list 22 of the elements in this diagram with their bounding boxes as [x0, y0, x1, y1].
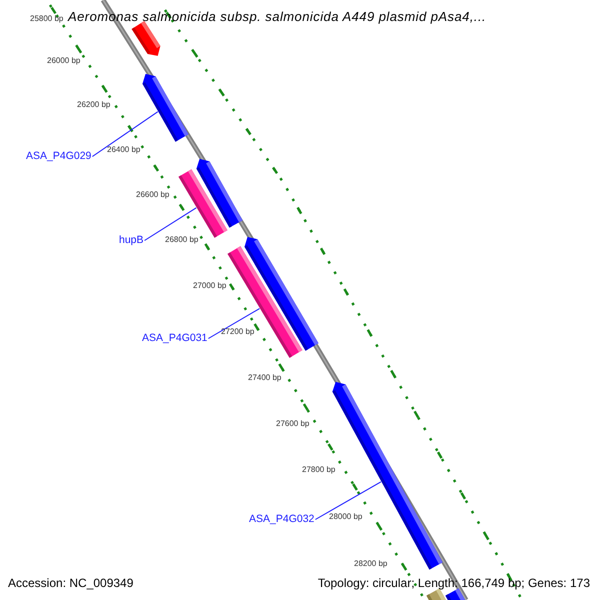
tick-label: 28000 bp: [329, 512, 362, 522]
gene-bar: [142, 74, 189, 142]
map-info-text: Accession: NC_009349: [8, 576, 134, 590]
tick-label: 27200 bp: [221, 327, 254, 337]
leader-line: [92, 111, 158, 157]
tick-label: 26800 bp: [165, 235, 198, 245]
gene-label: hupB: [119, 234, 144, 247]
map-info-text: Topology: circular; Length: 166,749 bp; Genes: 173: [318, 576, 590, 590]
tick-label: 27400 bp: [248, 373, 282, 383]
gene-label: ASA_P4G032: [249, 513, 314, 526]
tick-label: 27800 bp: [302, 465, 336, 475]
tick-label: 25800 bp: [30, 14, 64, 24]
leader-line: [144, 207, 197, 241]
leader-line: [314, 481, 382, 520]
gene-label: ASA_P4G031: [142, 332, 208, 345]
gene-label: ASA_P4G029: [26, 150, 92, 163]
leader-line: [208, 308, 260, 339]
tick-label: 26200 bp: [77, 100, 110, 110]
gene-bar: [178, 169, 228, 238]
gene-bar: [132, 20, 160, 56]
tick-label: 28200 bp: [354, 559, 388, 569]
tick-label: 26000 bp: [47, 56, 80, 66]
